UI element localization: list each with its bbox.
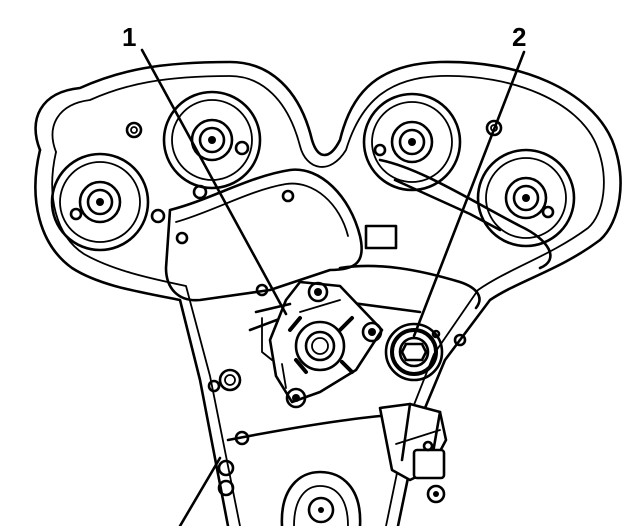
idler-pulley	[384, 322, 444, 382]
callout-label-2: 2	[512, 22, 527, 52]
mounting-bolt-holes	[69, 119, 555, 446]
callout-2-leader	[412, 50, 526, 338]
cam-sprocket-left-inner	[162, 90, 262, 190]
cam-sprocket-right-outer	[476, 148, 576, 248]
timing-belt-tensioner	[254, 280, 384, 409]
inspection-port-plate	[364, 224, 398, 250]
crankshaft-sprocket	[280, 470, 362, 526]
callout-1-leader	[140, 48, 288, 316]
lower-right-bracket	[378, 402, 448, 504]
callout-label-1: 1	[122, 22, 137, 52]
cam-sprocket-left-outer	[50, 152, 150, 252]
cam-sprocket-right-inner	[362, 92, 462, 192]
lower-left-studs	[178, 456, 235, 526]
